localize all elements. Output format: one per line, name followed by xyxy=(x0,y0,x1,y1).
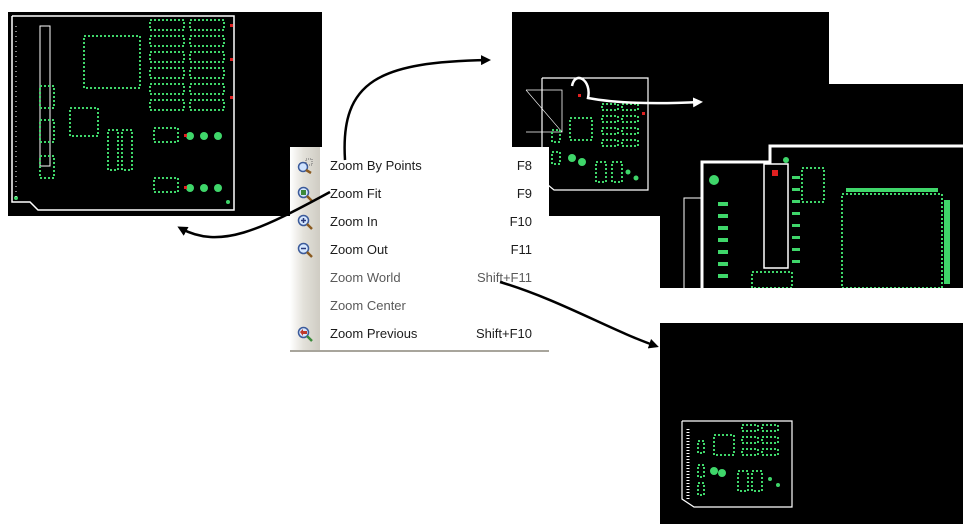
menu-item-shortcut: F9 xyxy=(516,186,532,201)
pcb-view-zoom-out xyxy=(660,323,963,524)
arrow-zoom-by-points xyxy=(343,55,491,161)
menu-item-zoom-out[interactable]: Zoom Out F11 xyxy=(290,237,549,263)
menu-item-zoom-world[interactable]: Zoom World Shift+F11 xyxy=(290,265,549,291)
pcb-board-drawing xyxy=(683,144,963,288)
menu-item-zoom-fit[interactable]: Zoom Fit F9 xyxy=(290,181,549,207)
menu-item-zoom-center[interactable]: Zoom Center xyxy=(290,293,549,319)
menu-item-zoom-by-points[interactable]: Zoom By Points F8 xyxy=(290,153,549,179)
menu-item-shortcut: Shift+F11 xyxy=(476,270,532,285)
pcb-board-drawing xyxy=(11,15,235,211)
zoom-out-icon xyxy=(297,242,313,258)
menu-item-shortcut: F8 xyxy=(516,158,532,173)
menu-item-shortcut: Shift+F10 xyxy=(475,326,532,341)
menu-item-label: Zoom Fit xyxy=(330,186,382,201)
zoom-context-menu: Zoom By Points F8 Zoom Fit F9 Zoom In F1… xyxy=(290,147,549,352)
menu-item-label: Zoom Previous xyxy=(330,326,418,341)
zoom-previous-icon xyxy=(297,326,313,342)
menu-item-shortcut: F11 xyxy=(510,242,532,257)
menu-item-label: Zoom By Points xyxy=(330,158,422,173)
menu-item-label: Zoom Out xyxy=(330,242,388,257)
menu-shadow-edge xyxy=(290,350,549,352)
pcb-view-zoom-in xyxy=(660,84,963,288)
pcb-board-drawing xyxy=(681,420,793,508)
menu-item-label: Zoom World xyxy=(330,270,401,285)
menu-item-shortcut: F10 xyxy=(509,214,532,229)
menu-item-zoom-previous[interactable]: Zoom Previous Shift+F10 xyxy=(290,321,549,347)
menu-item-label: Zoom Center xyxy=(330,298,406,313)
menu-item-zoom-in[interactable]: Zoom In F10 xyxy=(290,209,549,235)
zoom-in-icon xyxy=(297,214,313,230)
zoom-fit-icon xyxy=(297,186,313,202)
pcb-view-zoom-fit xyxy=(8,12,322,216)
menu-item-label: Zoom In xyxy=(330,214,378,229)
zoom-by-points-icon xyxy=(297,158,313,175)
